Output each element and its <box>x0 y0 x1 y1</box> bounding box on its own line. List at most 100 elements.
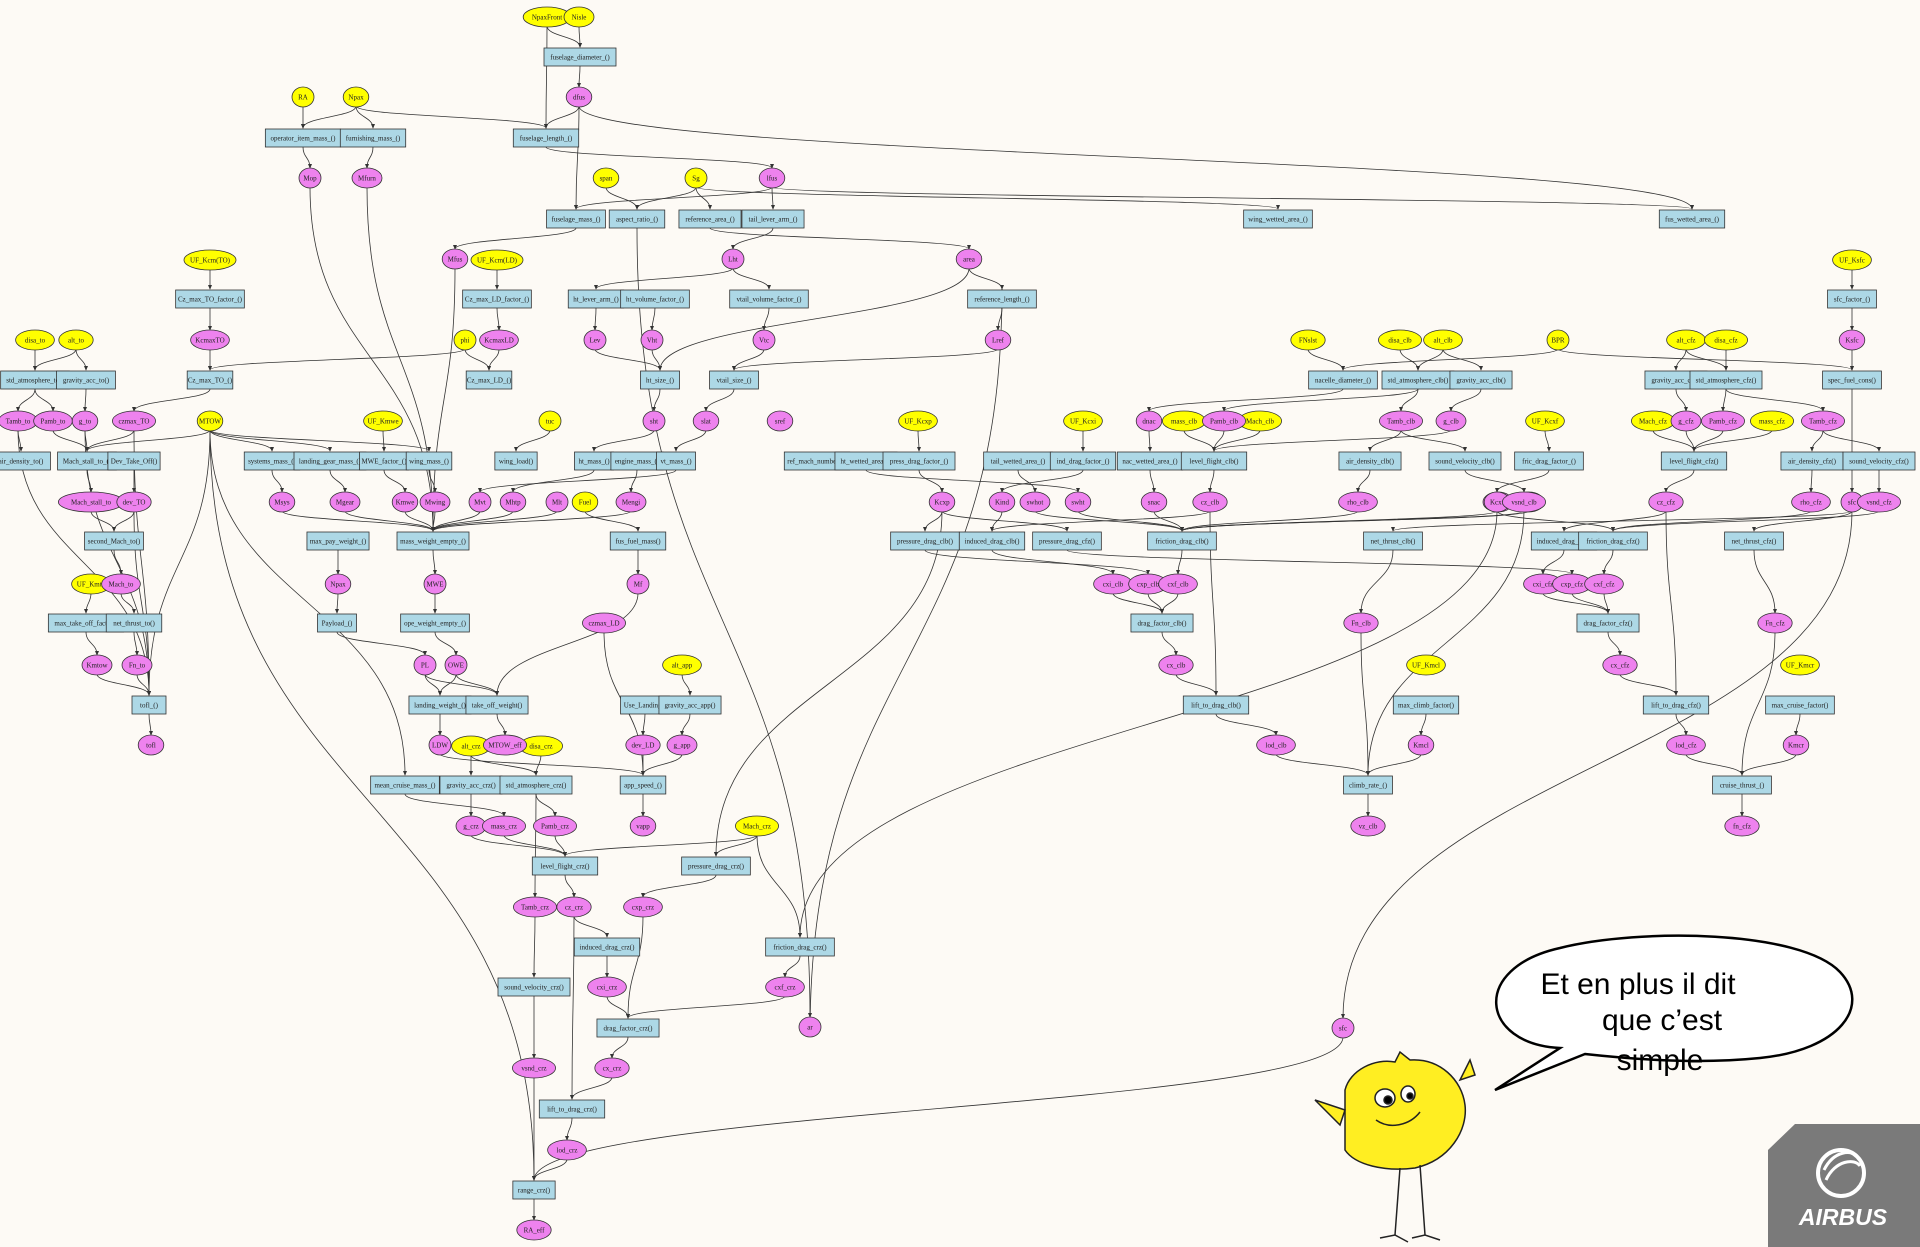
node-label: Kmcr <box>1788 742 1805 750</box>
function-node-vt-mass: vt_mass_() <box>657 452 696 470</box>
graph-edge <box>546 147 772 168</box>
graph-edge <box>272 470 282 492</box>
node-label: UF_Ksfc <box>1839 257 1865 265</box>
node-label: span <box>600 175 613 183</box>
graph-edge <box>1796 714 1800 735</box>
node-label: Mlt <box>552 499 562 507</box>
graph-edge <box>1545 430 1549 451</box>
function-node-wing-load: wing_load() <box>495 452 537 470</box>
graph-edge <box>1564 511 1666 531</box>
node-label: cxi_clb <box>1103 581 1124 589</box>
graph-edge <box>585 511 638 531</box>
graph-edge <box>772 187 1692 209</box>
variable-node-czmax-to: czmax_TO <box>112 411 155 431</box>
node-label: Tamb_to <box>6 418 31 426</box>
variable-node-lod-clb: lod_clb <box>1257 735 1296 755</box>
graph-edge <box>18 389 35 411</box>
graph-edge <box>757 835 800 937</box>
graph-edge <box>86 632 97 655</box>
variable-node-g-clb: g_clb <box>1436 411 1466 431</box>
input-node-uf-kmcr: UF_Kmcr <box>1781 655 1820 675</box>
node-label: cz_clb <box>1201 499 1220 507</box>
graph-edge <box>1558 349 1852 370</box>
input-node-disa-crz-top: disa_cfz <box>1704 330 1747 350</box>
node-label: Mach_stall_to <box>71 499 112 507</box>
variable-node-lev: Lev <box>584 330 606 350</box>
graph-edge <box>1723 389 1726 411</box>
function-node-cz-to-fac: Cz_max_TO_factor_() <box>176 290 245 308</box>
node-label: Kmtow <box>87 662 109 670</box>
node-label: cxf_cfz <box>1594 581 1615 589</box>
graph-edge <box>595 349 660 370</box>
graph-edge <box>652 349 660 370</box>
graph-edge <box>440 674 456 695</box>
node-label: Mop <box>303 175 317 183</box>
graph-edge <box>337 593 338 613</box>
variable-node-mhtp: Mhtp <box>500 492 526 512</box>
variable-node-pamb-clb: Pamb_clb <box>1202 411 1245 431</box>
graph-edge <box>1608 632 1620 655</box>
node-label: cxp_clb <box>1137 581 1160 589</box>
node-label: reference_length_() <box>974 296 1030 304</box>
node-label: vt_mass_() <box>660 458 692 466</box>
function-node-net-cfz: net_thrust_cfz() <box>1725 532 1784 550</box>
variable-node-mfurn: Mfurn <box>352 168 382 188</box>
node-label: std_atmosphere_crz() <box>506 782 567 790</box>
node-label: friction_drag_cfz() <box>1586 538 1640 546</box>
node-label: wing_load() <box>499 458 534 466</box>
graph-edge <box>535 794 536 897</box>
node-label: Mach_to <box>109 581 134 589</box>
input-node-mass-clb: mass_clb <box>1162 411 1205 431</box>
node-label: tail_lever_arm_() <box>749 216 799 224</box>
node-label: Sg <box>692 175 700 183</box>
node-label: alt_to <box>68 337 84 345</box>
node-label: friction_drag_crz() <box>773 944 827 952</box>
node-label: cruise_thrust_() <box>1720 782 1765 790</box>
function-node-land-w: landing_weight_() <box>409 696 471 714</box>
node-label: disa_crz <box>529 743 552 751</box>
graph-edge <box>405 794 504 816</box>
input-node-uf-kcmld: UF_Kcm(LD) <box>471 250 523 270</box>
variable-node-pamb-crz: Pamb_crz <box>533 816 576 836</box>
variable-node-cz-cfz: cz_cfz <box>1649 492 1683 512</box>
graph-edge <box>1604 550 1613 574</box>
variable-node-kmcr: Kmcr <box>1783 735 1809 755</box>
variable-node-lref: Lref <box>985 330 1011 350</box>
function-node-ht-mass: ht_mass_() <box>575 452 614 470</box>
function-node-ht-vol: ht_volume_factor_() <box>621 290 690 308</box>
node-label: Vht <box>647 337 658 345</box>
node-label: second_Mach_to() <box>88 538 141 546</box>
function-node-press-clb: pressure_drag_clb() <box>891 532 960 550</box>
graph-edge <box>1214 430 1451 451</box>
graph-edge <box>682 714 690 735</box>
variable-node-dfus: dfus <box>566 87 592 107</box>
function-node-press-crz: pressure_drag_crz() <box>682 857 751 875</box>
node-label: RA <box>298 94 308 102</box>
input-node-alt-clb: alt_clb <box>1424 330 1463 350</box>
node-label: cx_crz <box>603 1065 622 1073</box>
graph-edge <box>210 349 465 370</box>
node-label: gravity_acc_crz() <box>446 782 496 790</box>
variable-node-cx-crz: cx_crz <box>595 1058 629 1078</box>
function-node-std-atm-clb: std_atmosphere_clb() <box>1382 371 1454 389</box>
node-label: cx_cfz <box>1611 662 1630 670</box>
graph-edge <box>734 349 764 370</box>
node-label: wing_mass_() <box>409 458 449 466</box>
variable-node-cxf-clb: cxf_clb <box>1159 574 1198 594</box>
graph-edge <box>643 714 645 735</box>
input-node-disa-clb: disa_clb <box>1378 330 1421 350</box>
node-label: sref <box>775 418 786 426</box>
function-node-net-to: net_thrust_to() <box>106 614 162 632</box>
node-label: Vtc <box>759 337 769 345</box>
node-label: MWE_factor_() <box>361 458 407 466</box>
graph-edge <box>676 430 706 451</box>
node-label: sound_velocity_cfz() <box>1849 458 1909 466</box>
node-label: Payload_() <box>322 620 353 628</box>
node-label: drag_factor_clb() <box>1138 620 1188 628</box>
node-label: sfc <box>1848 499 1856 507</box>
graph-edge <box>1742 754 1796 775</box>
graph-edge <box>631 470 637 492</box>
graph-edge <box>606 187 637 209</box>
graph-edge <box>1620 674 1676 695</box>
variable-node-owe: OWE <box>445 655 467 675</box>
